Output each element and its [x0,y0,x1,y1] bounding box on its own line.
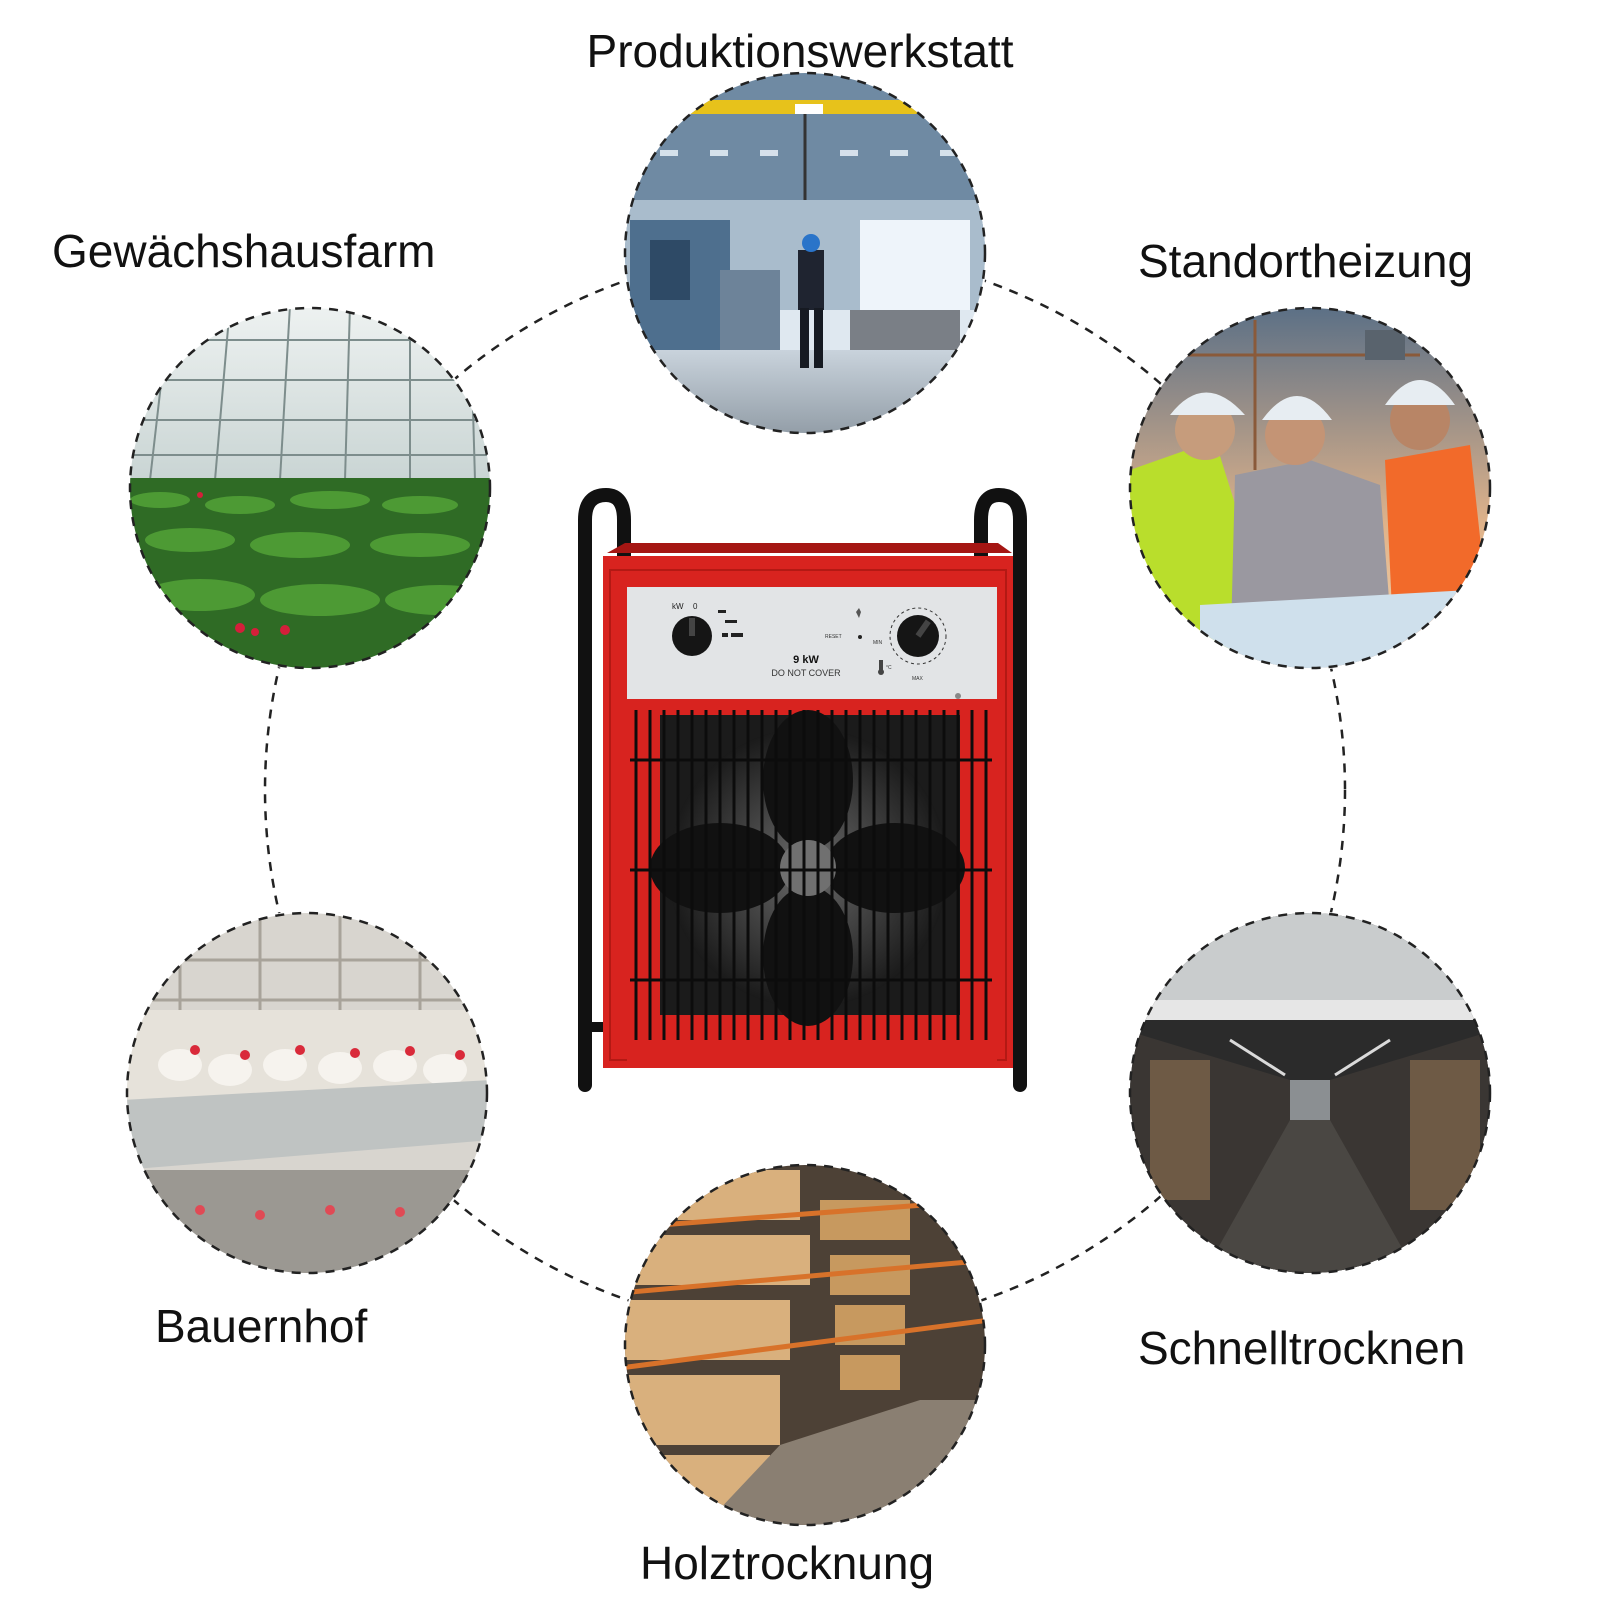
max-label: MAX [912,676,924,682]
label-greenhouse-farm: Gewächshausfarm [52,225,436,277]
fan-grille [630,710,992,1040]
min-label: MIN [873,640,883,646]
scene-greenhouse-farm [128,306,492,670]
reset-button [858,635,862,639]
reset-hand-icon [856,608,861,618]
label-quick-drying: Schnelltrocknen [1138,1322,1466,1374]
heater-product: kW 0 RESET MIN MAX °C 9 kW DO NOT COVER [578,487,1027,1092]
thermometer-icon [878,660,884,675]
scene-production-workshop [623,71,987,435]
do-not-cover-warning: DO NOT COVER [771,668,841,678]
heater-frame-right [974,487,1027,1092]
label-site-heating: Standortheizung [1138,235,1474,287]
label-production-workshop: Produktionswerkstatt [586,25,1014,77]
temp-unit-label: °C [886,665,892,671]
scene-wood-drying [623,1163,987,1527]
scene-quick-drying [1128,911,1492,1275]
label-poultry-farm: Bauernhof [155,1300,368,1352]
heater-frame-left [578,487,631,1092]
reset-label: RESET [825,634,842,640]
label-wood-drying: Holztrocknung [640,1537,935,1589]
zero-label: 0 [693,602,698,611]
scene-site-heating [1128,306,1492,670]
scene-poultry-farm [125,911,489,1275]
kw-label: kW [672,602,684,611]
fan-symbol-icon [718,610,743,637]
power-rating: 9 kW [793,654,819,666]
dashed-connector-ring [263,248,1347,1332]
